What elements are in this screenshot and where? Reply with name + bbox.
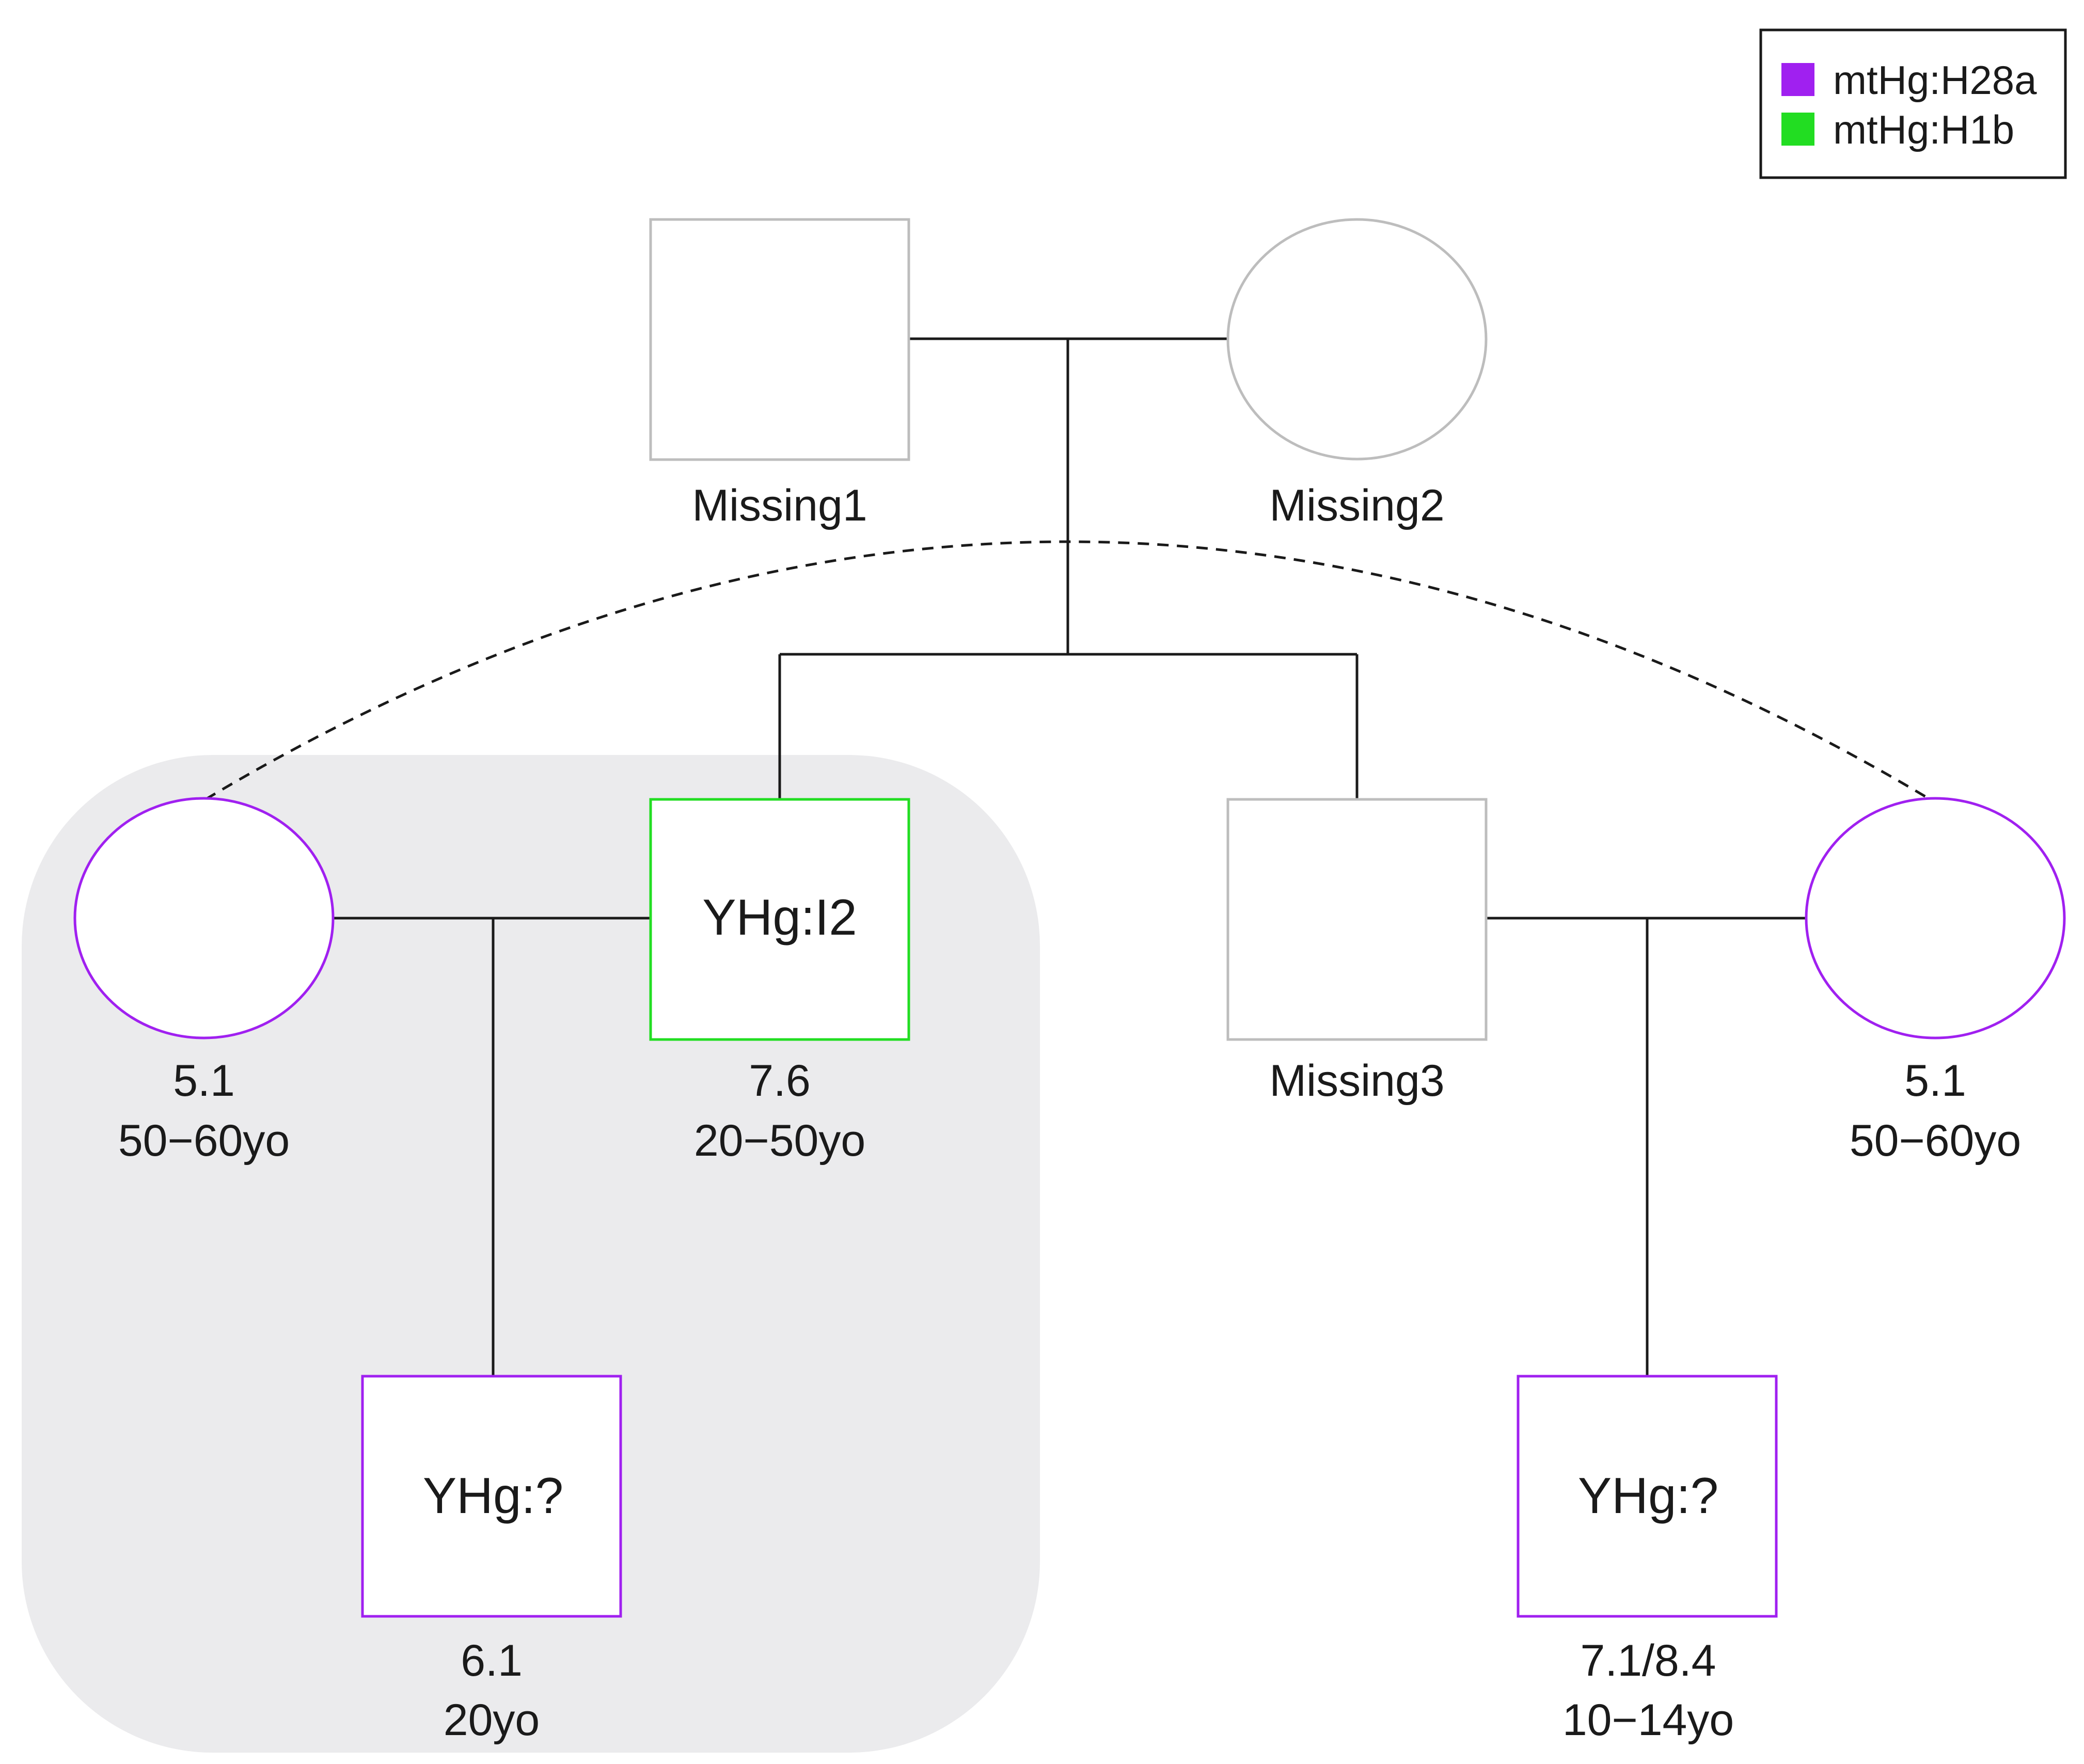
legend-swatch-h1b <box>1781 113 1814 146</box>
legend-box <box>1759 28 2067 179</box>
son-6-1-yhg: YHg:? <box>423 1467 563 1524</box>
identity-link-arc <box>204 540 1931 801</box>
missing1-label: Missing1 <box>692 481 867 530</box>
male-7-6-symbol <box>649 798 910 1041</box>
son-6-1-id: 6.1 <box>461 1636 523 1686</box>
missing3-male-symbol <box>1226 798 1488 1041</box>
son-7-1-yhg: YHg:? <box>1578 1467 1718 1524</box>
missing2-female-symbol <box>1226 218 1488 461</box>
missing2-label: Missing2 <box>1269 481 1444 530</box>
female-right-age: 50−60yo <box>1850 1116 2021 1166</box>
female-left-age: 50−60yo <box>118 1116 290 1166</box>
female-right-id: 5.1 <box>1904 1056 1966 1106</box>
legend-label-h1b: mtHg:H1b <box>1833 107 2014 152</box>
male-7-6-age: 20−50yo <box>694 1116 865 1166</box>
legend-label-h28a: mtHg:H28a <box>1833 57 2037 103</box>
male-7-6-id: 7.6 <box>749 1056 811 1106</box>
son-6-1-symbol <box>361 1375 622 1618</box>
legend-swatch-h28a <box>1781 63 1814 96</box>
missing1-male-symbol <box>649 218 910 461</box>
son-7-1-id: 7.1/8.4 <box>1581 1636 1716 1686</box>
male-7-6-yhg: YHg:I2 <box>702 889 857 946</box>
son-7-1-age: 10−14yo <box>1562 1695 1734 1745</box>
son-7-1-symbol <box>1517 1375 1778 1618</box>
female-left-id: 5.1 <box>173 1056 235 1106</box>
female-left-symbol <box>73 797 335 1040</box>
legend: mtHg:H28a mtHg:H1b <box>1759 28 2067 179</box>
female-right-symbol <box>1805 797 2066 1040</box>
missing3-label: Missing3 <box>1269 1056 1444 1106</box>
son-6-1-age: 20yo <box>444 1695 540 1745</box>
